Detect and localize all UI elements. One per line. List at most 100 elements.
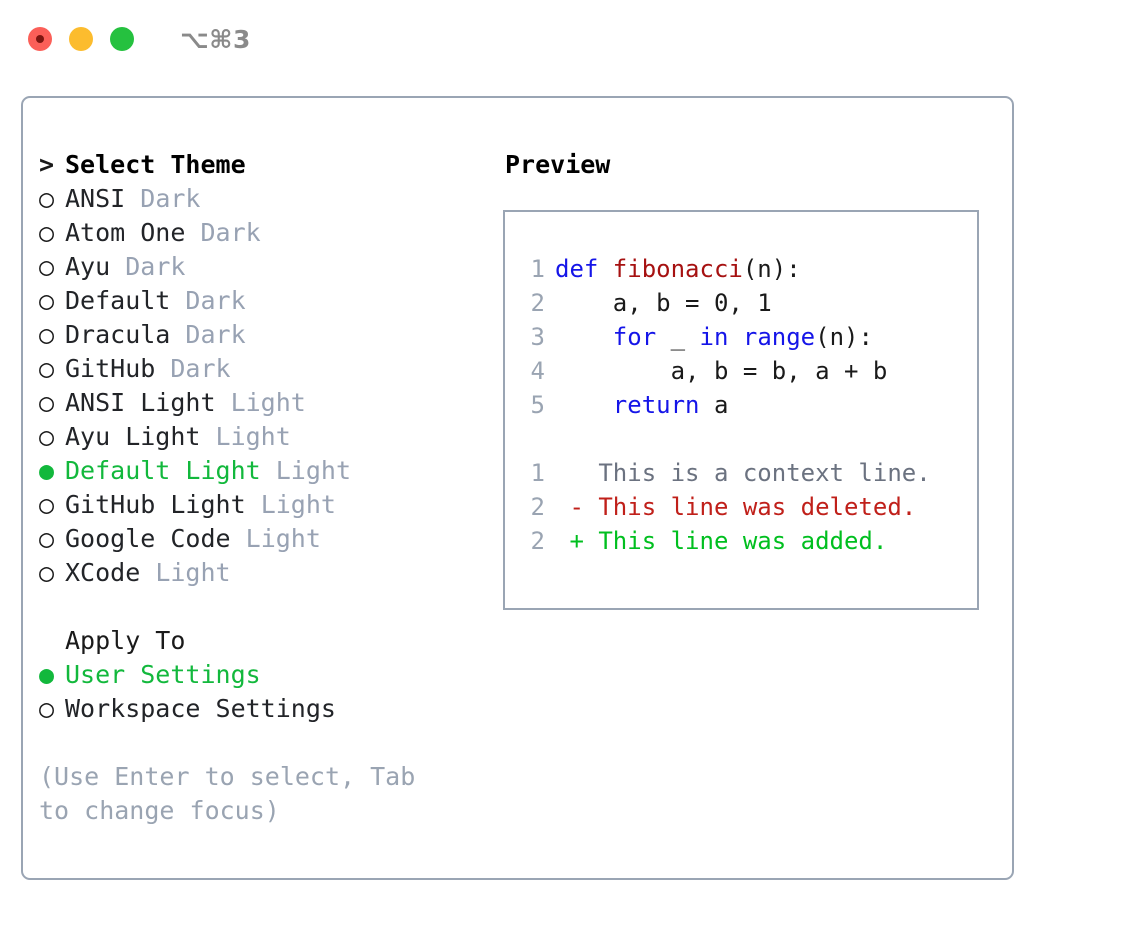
theme-item-badge: Dark <box>170 354 231 383</box>
apply-to-header-label: Apply To <box>65 626 186 655</box>
theme-item[interactable]: ○ Default Dark <box>39 284 493 318</box>
code-token: a <box>699 391 729 419</box>
radio-unselected-icon: ○ <box>39 320 55 349</box>
code-token <box>555 320 613 354</box>
apply-to-header: Apply To <box>39 624 493 658</box>
radio-selected-icon: ● <box>39 456 55 485</box>
theme-item-label: Atom One <box>65 218 186 247</box>
radio-unselected-icon: ○ <box>39 354 55 383</box>
apply-to-item[interactable]: ○Workspace Settings <box>39 692 493 726</box>
theme-item[interactable]: ○ GitHub Dark <box>39 352 493 386</box>
theme-item[interactable]: ○GitHub Light Light <box>39 488 493 522</box>
apply-to-item-label: User Settings <box>65 660 261 689</box>
code-token: a, b = 0, 1 <box>555 289 772 317</box>
code-token: range <box>742 323 816 351</box>
theme-item[interactable]: ○XCode Light <box>39 556 493 590</box>
theme-item-badge: Dark <box>125 252 186 281</box>
zoom-button[interactable] <box>110 27 134 51</box>
diff-line: 1 This is a context line. <box>519 456 977 490</box>
theme-item[interactable]: ○ Atom One Dark <box>39 216 493 250</box>
theme-selection-column: > Select Theme ○ANSI Dark○Atom One Dark○… <box>23 98 493 878</box>
theme-item-badge: Light <box>275 456 351 485</box>
theme-item-badge: Light <box>245 524 321 553</box>
theme-list: ○ ANSI Dark ○ Atom One Dark ○ Ayu Dark ○ Defaul… <box>39 182 493 590</box>
theme-list-header: > Select Theme <box>39 148 493 182</box>
code-token: _ <box>656 323 700 351</box>
code-token: def <box>555 255 613 283</box>
radio-unselected-icon: ○ <box>39 218 55 247</box>
theme-item[interactable]: ○ Google Code Light <box>39 522 493 556</box>
theme-item-label: ANSI Light <box>65 388 216 417</box>
theme-item[interactable]: ○Dracula Dark <box>39 318 493 352</box>
apply-to-item[interactable]: ● User Settings <box>39 658 493 692</box>
radio-unselected-icon: ○ <box>39 422 55 451</box>
diff-line-text: This is a context line. <box>555 459 931 487</box>
code-token: return <box>612 391 700 419</box>
radio-unselected-icon: ○ <box>39 184 55 213</box>
window-controls <box>28 27 134 51</box>
radio-selected-icon: ● <box>39 660 55 689</box>
code-line: 4 a, b = b, a + b <box>519 354 977 388</box>
diff-line-number: 2 <box>530 527 545 555</box>
code-token: in <box>699 323 729 351</box>
theme-item-label: Dracula <box>65 320 171 349</box>
code-token: for <box>612 323 657 351</box>
code-line: 3 for _ in range(n): <box>519 320 977 354</box>
theme-item-label: Ayu Light <box>65 422 201 451</box>
code-token: fibonacci <box>612 255 743 283</box>
radio-unselected-icon: ○ <box>39 694 55 723</box>
code-token <box>728 320 742 354</box>
code-token: a, b = b, a + b <box>555 357 888 385</box>
code-line-number: 4 <box>530 357 545 385</box>
radio-unselected-icon: ○ <box>39 252 55 281</box>
diff-line-number: 2 <box>530 493 545 521</box>
diff-line-text: - This line was deleted. <box>555 493 917 521</box>
diff-line: 2 + This line was added. <box>519 524 977 558</box>
code-token: (n): <box>815 323 873 351</box>
theme-item[interactable]: ○ ANSI Dark <box>39 182 493 216</box>
code-token <box>555 388 613 422</box>
theme-item[interactable]: ○ Ayu Light Light <box>39 420 493 454</box>
apply-to-list: ● User Settings ○Workspace Settings <box>39 658 493 726</box>
theme-item-badge: Dark <box>140 184 201 213</box>
code-line-number: 1 <box>530 255 545 283</box>
theme-item-badge: Dark <box>200 218 261 247</box>
theme-item-badge: Dark <box>185 286 246 315</box>
main-panel: > Select Theme ○ANSI Dark○Atom One Dark○… <box>21 96 1014 880</box>
theme-list-header-label: Select Theme <box>65 150 246 179</box>
theme-item[interactable]: ○ ANSI Light Light <box>39 386 493 420</box>
theme-item[interactable]: ●Default Light Light <box>39 454 493 488</box>
radio-unselected-icon: ○ <box>39 490 55 519</box>
diff-sample: 1 This is a context line.2 - This line w… <box>519 456 977 558</box>
radio-unselected-icon: ○ <box>39 388 55 417</box>
theme-item-label: Default <box>65 286 171 315</box>
code-line-number: 2 <box>530 289 545 317</box>
code-line: 2 a, b = 0, 1 <box>519 286 977 320</box>
theme-item-label: ANSI <box>65 184 126 213</box>
minimize-button[interactable] <box>69 27 93 51</box>
theme-item[interactable]: ○ Ayu Dark <box>39 250 493 284</box>
radio-unselected-icon: ○ <box>39 558 55 587</box>
close-button[interactable] <box>28 27 52 51</box>
theme-item-label: Ayu <box>65 252 111 281</box>
diff-line-text: + This line was added. <box>555 527 888 555</box>
theme-item-badge: Light <box>215 422 291 451</box>
keyboard-shortcut-label: ⌥⌘3 <box>180 24 251 54</box>
radio-unselected-icon: ○ <box>39 286 55 315</box>
radio-unselected-icon: ○ <box>39 524 55 553</box>
theme-item-label: XCode <box>65 558 141 587</box>
window-titlebar: ⌥⌘3 <box>0 0 1140 78</box>
theme-item-label: GitHub <box>65 354 156 383</box>
keyboard-hint: (Use Enter to select, Tab to change focu… <box>39 762 416 825</box>
code-line-number: 5 <box>530 391 545 419</box>
prompt-caret-icon: > <box>39 150 55 179</box>
diff-line-number: 1 <box>530 459 545 487</box>
diff-line: 2 - This line was deleted. <box>519 490 977 524</box>
theme-item-badge: Light <box>230 388 306 417</box>
theme-item-label: Google Code <box>65 524 231 553</box>
